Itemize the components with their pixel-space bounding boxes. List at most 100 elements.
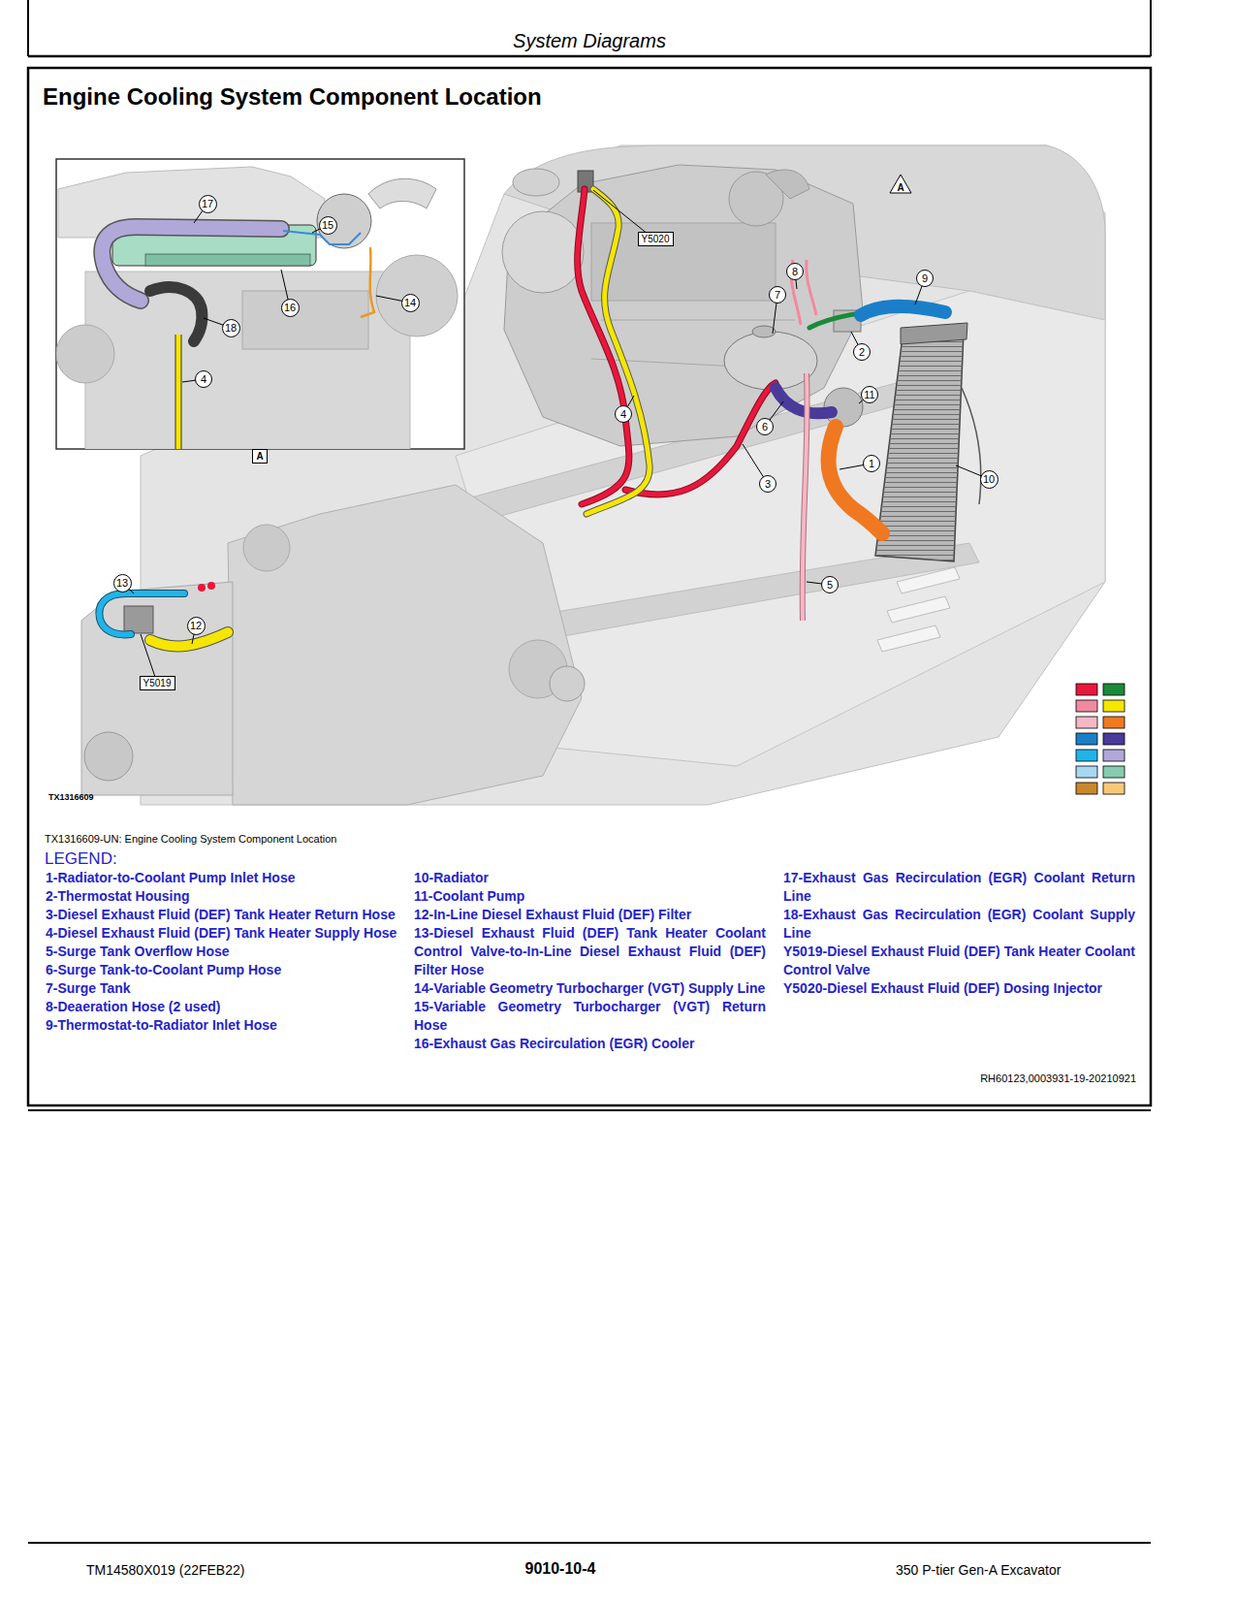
surge-tank (724, 331, 818, 390)
engine-inset (56, 158, 465, 456)
document-ref: RH60123,0003931-19-20210921 (980, 1072, 1137, 1085)
callout-number: 4 (614, 405, 633, 423)
callout-number: 8 (786, 262, 804, 281)
hose-outline (802, 373, 808, 621)
turbo-elbow (368, 178, 437, 209)
egr-cooler-fins (145, 253, 311, 266)
hose-outline (150, 632, 228, 646)
legend-entry: 10-Radiator (413, 868, 766, 888)
machine-name: 350 P-tier Gen-A Excavator (895, 1561, 1061, 1578)
legend-entry: 6-Surge Tank-to-Coolant Pump Hose (45, 960, 398, 980)
radiator-fins (875, 331, 964, 562)
filter-hose (98, 593, 185, 634)
callout-number: 12 (190, 619, 202, 632)
header-border (1149, 0, 1152, 57)
legend-entry: 5-Surge Tank Overflow Hose (45, 942, 398, 961)
callout-number: 1 (862, 454, 881, 473)
page-title: Engine Cooling System Component Location (42, 83, 542, 111)
legend-entry: 12-In-Line Diesel Exhaust Fluid (DEF) Fi… (413, 905, 766, 924)
legend-entry: 1-Radiator-to-Coolant Pump Inlet Hose (45, 868, 398, 888)
callout-number: 11 (860, 385, 879, 404)
engine-detail (601, 319, 795, 321)
callout-number: 2 (858, 346, 865, 358)
color-swatch-grid (1076, 683, 1125, 794)
legend-entry: 13-Diesel Exhaust Fluid (DEF) Tank Heate… (413, 923, 766, 980)
callout-number: 15 (318, 216, 338, 235)
color-swatch (1076, 716, 1098, 729)
callout-number: 9 (921, 272, 928, 285)
callout-number: 4 (200, 373, 207, 385)
color-swatch (1076, 699, 1098, 712)
vgt-supply-line (360, 247, 375, 317)
legend-entry: 2-Thermostat Housing (45, 887, 398, 906)
callout-number: 11 (863, 388, 875, 401)
callout-number: 8 (792, 265, 798, 278)
tank-opening (84, 731, 133, 781)
egr-supply-line (150, 286, 202, 342)
deck-slot (877, 625, 941, 652)
def-tank (81, 581, 233, 795)
component-code-box: Y5019 (139, 675, 176, 691)
callout-number: 13 (116, 576, 128, 589)
header-border (27, 0, 30, 57)
color-swatch (1076, 683, 1098, 696)
pump-inlet-hose (828, 426, 883, 534)
callout-number: 2 (853, 343, 871, 361)
coolant-control-valve (124, 605, 154, 634)
component-code: Y5019 (143, 677, 172, 689)
color-swatch (1103, 683, 1125, 696)
turbo-elbow (765, 169, 810, 199)
def-tank-inset (81, 581, 233, 795)
section-frame (28, 67, 1151, 1106)
color-swatch (1103, 749, 1125, 761)
color-swatch (1076, 732, 1098, 745)
callout-number: 5 (821, 575, 839, 594)
legend-entry: 17-Exhaust Gas Recirculation (EGR) Coola… (783, 868, 1136, 906)
triangle-outline (889, 174, 912, 193)
color-swatch (1076, 782, 1098, 794)
callout-number: 13 (113, 573, 132, 593)
leader-lines (122, 190, 989, 683)
legend-entry: 18-Exhaust Gas Recirculation (EGR) Coola… (783, 905, 1136, 943)
surge-pump-hose (775, 387, 832, 413)
hose-outline (577, 189, 776, 505)
legend-column: 1-Radiator-to-Coolant Pump Inlet Hose2-T… (45, 868, 398, 1035)
muffler (502, 211, 584, 293)
legend-entry: 7-Surge Tank (45, 979, 398, 998)
def-supply-hose (176, 334, 182, 449)
figure-caption: TX1316609-UN: Engine Cooling System Comp… (44, 832, 337, 846)
callout-number: 16 (281, 298, 300, 317)
callout-number: 1 (868, 457, 875, 470)
legend-entry: Y5020-Diesel Exhaust Fluid (DEF) Dosing … (783, 979, 1136, 998)
def-hose (150, 632, 228, 646)
exhaust-pipe (512, 168, 560, 196)
boom-foot (227, 484, 582, 805)
legend-column: 10-Radiator11-Coolant Pump12-In-Line Die… (413, 868, 766, 1053)
color-swatch (1103, 782, 1125, 794)
legend-entry: 3-Diesel Exhaust Fluid (DEF) Tank Heater… (45, 905, 398, 924)
hose-plug (197, 583, 206, 592)
legend-entry: 14-Variable Geometry Turbocharger (VGT) … (413, 979, 766, 998)
hose-outline (175, 334, 183, 449)
radiator-core (875, 331, 964, 562)
callout-number: 9 (916, 269, 934, 287)
callout-number: 3 (759, 475, 777, 493)
color-swatch (1076, 749, 1098, 761)
overflow-hose (802, 373, 808, 621)
callout-number: 18 (224, 321, 237, 334)
callout-number: 10 (980, 470, 999, 489)
section-frame (28, 1109, 1151, 1111)
callout-number: 10 (982, 473, 995, 485)
callout-number: 7 (774, 288, 781, 301)
callout-number: 12 (187, 616, 206, 635)
header-border (28, 55, 1151, 59)
page-number: 9010-10-4 (525, 1559, 597, 1578)
color-swatch (1103, 765, 1125, 778)
component-code: A (255, 450, 263, 462)
view-marker: A (888, 173, 913, 194)
pulley (376, 254, 458, 337)
legend-entry: 16-Exhaust Gas Recirculation (EGR) Coole… (413, 1034, 766, 1053)
cylinder-mount (549, 665, 585, 701)
